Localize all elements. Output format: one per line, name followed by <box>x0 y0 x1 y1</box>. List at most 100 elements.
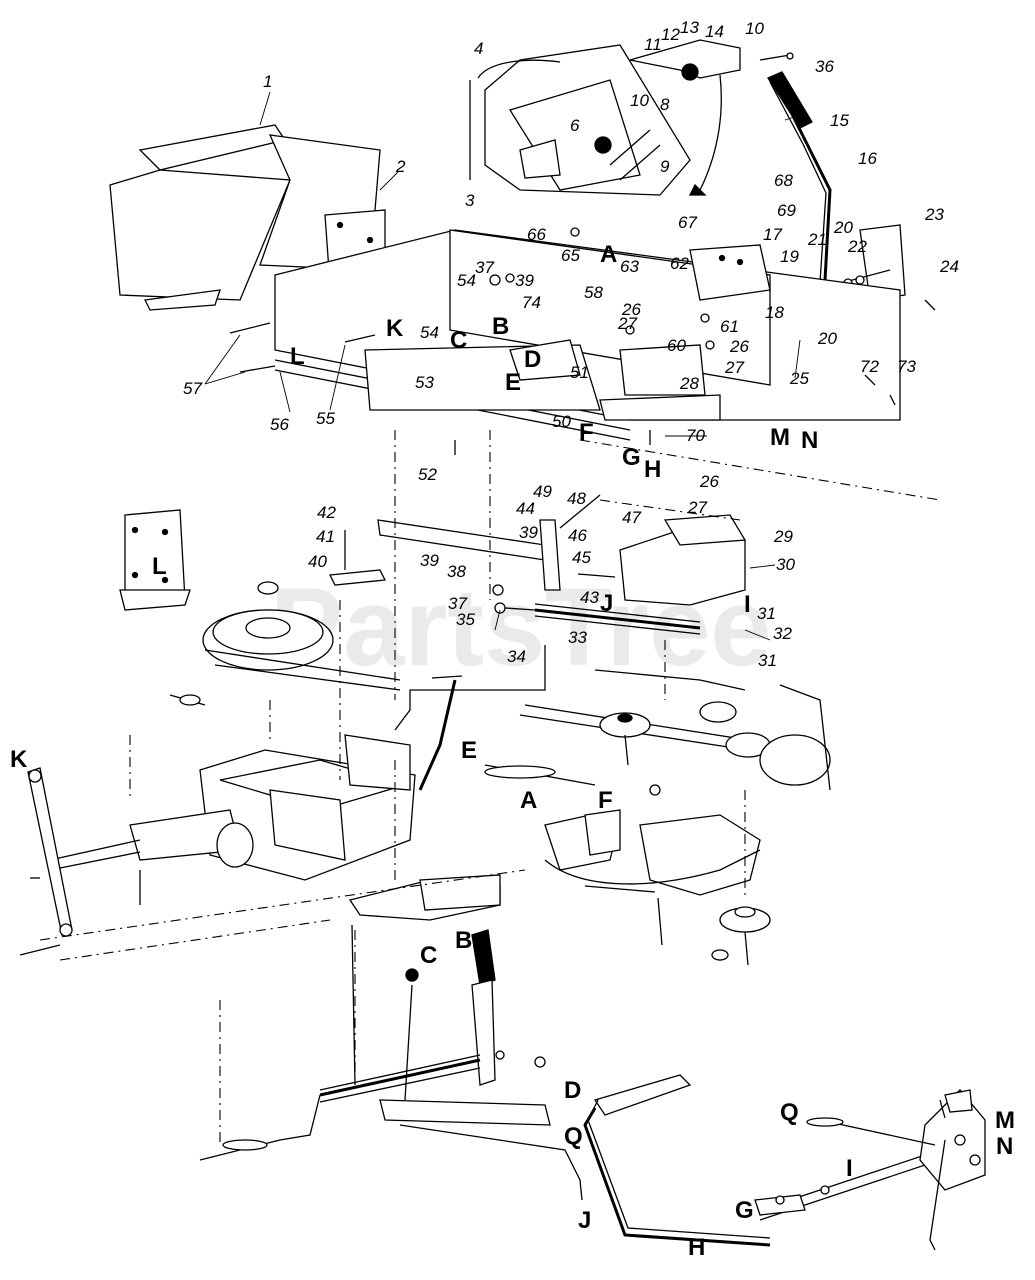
ref-letter-D-top: D <box>524 346 541 373</box>
part-label-40: 40 <box>308 552 327 571</box>
part-label-36: 36 <box>815 57 834 76</box>
part-label-37a: 37 <box>475 258 494 277</box>
part-label-74: 74 <box>522 293 541 312</box>
part-label-20b: 20 <box>817 329 837 348</box>
part-label-33: 33 <box>568 628 587 647</box>
ref-letter-K-bottom: K <box>10 746 28 773</box>
part-label-14: 14 <box>705 22 724 41</box>
part-label-31b: 31 <box>758 651 777 670</box>
part-label-54a: 54 <box>457 271 476 290</box>
pedal-linkage-drawing <box>199 874 583 1201</box>
part-label-60: 60 <box>667 336 686 355</box>
part-label-15: 15 <box>830 111 849 130</box>
part-label-3: 3 <box>465 191 475 210</box>
part-label-41: 41 <box>316 527 335 546</box>
mower-deck-belt-drawing <box>484 669 831 966</box>
part-label-53: 53 <box>415 373 434 392</box>
part-label-39b: 39 <box>420 551 439 570</box>
part-label-58: 58 <box>584 283 603 302</box>
part-label-61: 61 <box>720 317 739 336</box>
part-label-73: 73 <box>897 357 916 376</box>
part-label-23: 23 <box>924 205 944 224</box>
part-label-67: 67 <box>678 213 697 232</box>
part-label-26b: 26 <box>729 337 749 356</box>
part-label-27c: 27 <box>687 498 707 517</box>
part-label-35: 35 <box>456 610 475 629</box>
ref-letter-F-top: F <box>579 419 594 446</box>
part-label-55: 55 <box>316 409 335 428</box>
ref-letter-M-top: M <box>770 424 790 451</box>
lift-arm-drawing <box>583 1074 986 1251</box>
ref-letter-A-bottom: A <box>520 787 537 814</box>
part-label-4: 4 <box>474 39 483 58</box>
main-panel-drawing <box>229 227 901 455</box>
part-label-49: 49 <box>533 482 552 501</box>
leader-lines <box>204 114 801 641</box>
part-label-24: 24 <box>939 257 959 276</box>
part-label-26a: 26 <box>621 300 641 319</box>
ref-letter-B-bottom: B <box>455 927 472 954</box>
part-label-45: 45 <box>572 548 591 567</box>
ref-letter-L-top: L <box>290 343 305 370</box>
linkage-drawing <box>119 494 747 731</box>
alignment-lines <box>39 430 941 1145</box>
ref-letter-N-top: N <box>801 427 818 454</box>
ref-letter-A-top: A <box>600 241 617 268</box>
part-label-69: 69 <box>777 201 796 220</box>
part-label-62: 62 <box>670 254 689 273</box>
ref-letter-M-bottom: M <box>995 1107 1015 1134</box>
part-label-8: 8 <box>660 95 670 114</box>
part-label-18: 18 <box>765 303 784 322</box>
ref-letter-G-bottom: G <box>735 1197 754 1224</box>
part-label-32: 32 <box>773 624 792 643</box>
ref-letter-J-bottom: J <box>578 1207 591 1234</box>
ref-letter-B-top: B <box>492 313 509 340</box>
ref-letter-E-top: E <box>505 369 521 396</box>
part-label-30: 30 <box>776 555 795 574</box>
part-label-46: 46 <box>568 526 587 545</box>
part-label-44: 44 <box>516 499 535 518</box>
part-label-21: 21 <box>807 230 827 249</box>
part-label-48: 48 <box>567 489 586 508</box>
part-number-labels: 1 2 3 4 6 8 9 10 10 11 12 13 14 15 16 17… <box>183 18 959 670</box>
ref-letter-Q-right: Q <box>780 1099 799 1126</box>
ref-letter-L-bottom: L <box>152 553 167 580</box>
ref-letter-I-top: I <box>744 591 751 618</box>
part-label-70: 70 <box>686 426 705 445</box>
part-label-25: 25 <box>789 369 809 388</box>
part-label-66: 66 <box>527 225 546 244</box>
part-label-50: 50 <box>552 412 571 431</box>
part-label-10b: 10 <box>745 19 764 38</box>
ref-letter-G-top: G <box>622 444 641 471</box>
part-label-20a: 20 <box>833 218 853 237</box>
ref-letter-N-bottom: N <box>996 1133 1013 1160</box>
part-label-52: 52 <box>418 465 437 484</box>
ref-letter-E-bottom: E <box>461 737 477 764</box>
ref-letter-K-top: K <box>386 315 404 342</box>
part-label-1: 1 <box>263 72 272 91</box>
reference-letter-labels: A A B B C C D D E E F F G G H H I I J J … <box>10 241 1015 1261</box>
transaxle-drawing <box>19 675 463 956</box>
part-label-17: 17 <box>763 225 782 244</box>
ref-letter-F-bottom: F <box>598 787 613 814</box>
ref-letter-D-bottom: D <box>564 1077 581 1104</box>
part-label-22: 22 <box>847 237 867 256</box>
ref-letter-H-top: H <box>644 456 661 483</box>
part-label-9: 9 <box>660 157 670 176</box>
ref-letter-Q-left: Q <box>564 1123 583 1150</box>
ref-letter-H-bottom: H <box>688 1234 705 1261</box>
part-label-47: 47 <box>622 508 641 527</box>
part-label-68: 68 <box>774 171 793 190</box>
ref-letter-I-bottom: I <box>846 1155 853 1182</box>
part-label-19: 19 <box>780 247 799 266</box>
part-label-11: 11 <box>644 35 662 54</box>
part-label-28: 28 <box>679 374 699 393</box>
part-label-13: 13 <box>680 18 699 37</box>
part-label-2: 2 <box>395 157 406 176</box>
part-label-39c: 39 <box>519 523 538 542</box>
dashboard-console-drawing <box>469 39 794 196</box>
part-label-63: 63 <box>620 257 639 276</box>
part-label-65: 65 <box>561 246 580 265</box>
part-label-39a: 39 <box>515 271 534 290</box>
